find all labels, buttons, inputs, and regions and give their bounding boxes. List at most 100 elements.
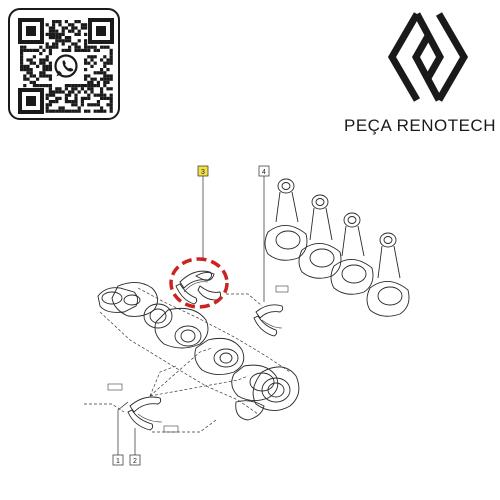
- qr-module: [74, 45, 78, 49]
- qr-module: [77, 39, 81, 43]
- qr-module: [61, 32, 65, 36]
- qr-module: [52, 20, 56, 24]
- qr-module: [45, 23, 49, 27]
- qr-module: [109, 58, 113, 62]
- highlight-ring: [169, 257, 229, 309]
- qr-module: [84, 23, 88, 27]
- qr-module: [45, 58, 49, 62]
- callout-1[interactable]: 1: [112, 454, 124, 466]
- qr-module: [42, 64, 46, 68]
- qr-module: [93, 77, 97, 81]
- qr-module: [42, 58, 46, 62]
- qr-module: [103, 74, 107, 78]
- qr-module: [64, 20, 68, 24]
- qr-module: [84, 26, 88, 30]
- qr-module: [55, 42, 59, 46]
- qr-module: [48, 74, 52, 78]
- qr-module: [74, 93, 78, 97]
- qr-module: [36, 48, 40, 52]
- qr-module: [100, 109, 104, 113]
- qr-module: [58, 39, 62, 43]
- qr-module: [23, 64, 27, 68]
- callout-4[interactable]: 4: [258, 165, 270, 177]
- qr-module: [109, 55, 113, 59]
- qr-module: [52, 42, 56, 46]
- qr-module: [100, 77, 104, 81]
- qr-module: [26, 71, 30, 75]
- qr-module: [64, 109, 68, 113]
- qr-module: [55, 90, 59, 94]
- qr-module: [84, 39, 88, 43]
- qr-module: [48, 103, 52, 107]
- qr-module: [71, 42, 75, 46]
- qr-module: [87, 80, 91, 84]
- qr-module: [74, 96, 78, 100]
- qr-module: [84, 58, 88, 62]
- qr-module: [20, 58, 24, 62]
- qr-module: [32, 55, 36, 59]
- qr-module: [71, 103, 75, 107]
- qr-module: [42, 48, 46, 52]
- qr-module: [68, 93, 72, 97]
- callout-2[interactable]: 2: [129, 454, 141, 466]
- qr-module: [61, 109, 65, 113]
- qr-module: [80, 48, 84, 52]
- qr-module: [100, 71, 104, 75]
- qr-module: [84, 45, 88, 49]
- qr-module: [77, 20, 81, 24]
- qr-module: [87, 109, 91, 113]
- whatsapp-icon: [52, 52, 80, 80]
- qr-module: [58, 109, 62, 113]
- qr-module: [87, 84, 91, 88]
- qr-module: [32, 74, 36, 78]
- qr-module: [84, 48, 88, 52]
- qr-module: [106, 68, 110, 72]
- qr-code-card[interactable]: [8, 8, 120, 120]
- qr-module: [77, 32, 81, 36]
- qr-module: [106, 58, 110, 62]
- qr-module: [64, 96, 68, 100]
- qr-module: [45, 103, 49, 107]
- qr-module: [48, 32, 52, 36]
- qr-module: [68, 90, 72, 94]
- qr-module: [90, 84, 94, 88]
- qr-module: [103, 77, 107, 81]
- qr-module: [64, 93, 68, 97]
- qr-module: [71, 87, 75, 91]
- qr-module: [93, 55, 97, 59]
- qr-module: [55, 39, 59, 43]
- qr-module: [52, 90, 56, 94]
- qr-module: [71, 26, 75, 30]
- brand-name: PEÇA RENOTECH: [344, 116, 496, 135]
- qr-module: [103, 80, 107, 84]
- callout-3[interactable]: 3: [197, 165, 209, 177]
- main-bearing-shells-lower: [84, 347, 249, 433]
- qr-module: [109, 103, 113, 107]
- qr-module: [96, 71, 100, 75]
- qr-module: [109, 100, 113, 104]
- qr-module: [58, 106, 62, 110]
- qr-module: [32, 84, 36, 88]
- qr-module: [45, 42, 49, 46]
- qr-module: [52, 32, 56, 36]
- qr-module: [55, 20, 59, 24]
- qr-module: [100, 68, 104, 72]
- qr-module: [55, 100, 59, 104]
- qr-module: [29, 61, 33, 65]
- qr-module: [68, 36, 72, 40]
- qr-module: [52, 93, 56, 97]
- crankshaft: [97, 282, 300, 421]
- qr-module: [45, 109, 49, 113]
- qr-module: [106, 61, 110, 65]
- qr-module: [58, 96, 62, 100]
- qr-module: [45, 74, 49, 78]
- qr-module: [45, 68, 49, 72]
- qr-module: [48, 68, 52, 72]
- qr-module: [36, 64, 40, 68]
- qr-module: [74, 48, 78, 52]
- qr-module: [87, 55, 91, 59]
- qr-module: [74, 87, 78, 91]
- qr-module: [100, 96, 104, 100]
- main-bearing-shells-highlighted: [169, 257, 229, 309]
- qr-module: [103, 45, 107, 49]
